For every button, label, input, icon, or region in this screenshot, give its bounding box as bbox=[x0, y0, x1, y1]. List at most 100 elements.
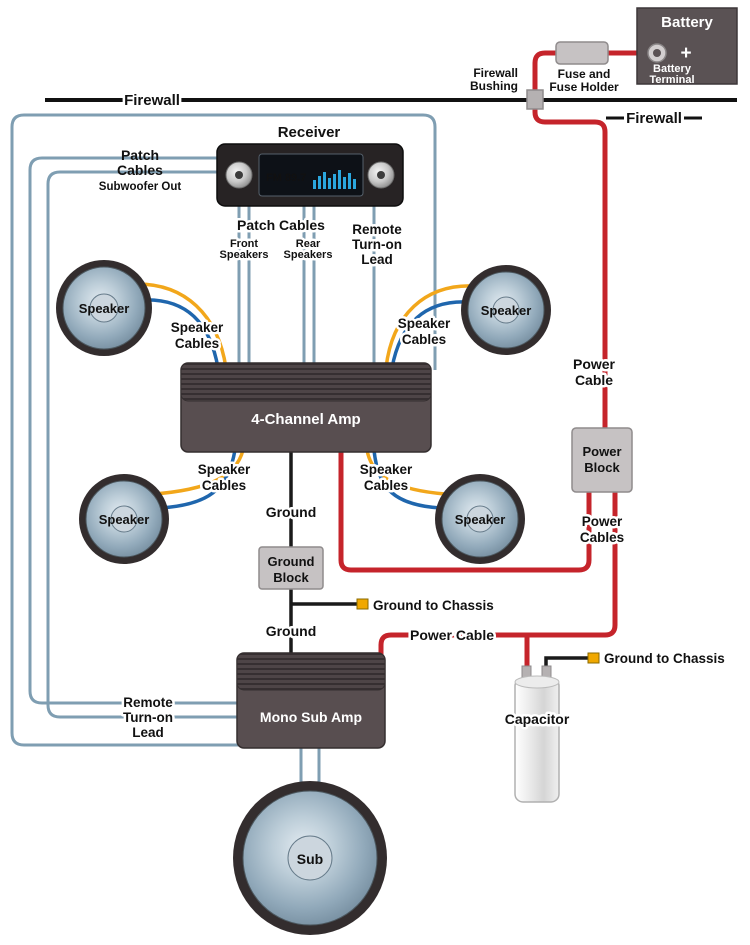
receiver bbox=[216, 143, 404, 207]
power-cable-top-label-2: Cable bbox=[575, 372, 613, 388]
front-speakers-label-2: Speakers bbox=[220, 249, 269, 261]
ground-bottom-label: Ground bbox=[266, 623, 317, 639]
speaker-upper-right-label: Speaker bbox=[481, 303, 532, 318]
speaker-cables-ll-label-2: Cables bbox=[202, 478, 246, 493]
speaker-upper-right bbox=[461, 265, 551, 355]
battery-label: Battery bbox=[661, 14, 713, 31]
power-cable-battery-to-block bbox=[532, 50, 650, 436]
power-block-label-1: Power bbox=[582, 444, 621, 459]
capacitor-top bbox=[514, 675, 560, 689]
power-cables-label-1: Power bbox=[582, 514, 623, 529]
four-channel-amp-fins bbox=[180, 362, 432, 402]
ground-block-box bbox=[258, 546, 324, 590]
speaker-cables-lr-label-1: Speaker bbox=[360, 462, 413, 477]
battery-terminal-label-1: Battery bbox=[653, 63, 692, 75]
speaker-lower-left-label: Speaker bbox=[99, 512, 150, 527]
remote-turn-on-bottom-label-2: Turn-on bbox=[123, 710, 173, 725]
ground-wires bbox=[289, 452, 588, 670]
rear-speakers-label-1: Rear bbox=[296, 238, 321, 250]
sub-cap bbox=[287, 835, 333, 881]
remote-turn-on-top-label-1: Remote bbox=[352, 222, 402, 237]
sub-label: Sub bbox=[297, 851, 323, 867]
speaker-upper-left-label: Speaker bbox=[79, 301, 130, 316]
ground-to-chassis-label-1: Ground to Chassis bbox=[373, 598, 494, 613]
power-cables-label-2: Cables bbox=[580, 530, 624, 545]
speaker-lower-right-label: Speaker bbox=[455, 512, 506, 527]
subwoofer-patch-cable-1 bbox=[28, 156, 250, 705]
patch-cables-sub-label-2: Cables bbox=[117, 162, 163, 178]
remote-turn-on-wire-loop bbox=[10, 113, 437, 747]
chassis-connector-2 bbox=[587, 652, 600, 664]
receiver-spectrum-bars-icon bbox=[313, 170, 356, 189]
mono-sub-amp bbox=[236, 652, 386, 749]
capacitor-label: Capacitor bbox=[505, 711, 570, 727]
mono-sub-amp-label: Mono Sub Amp bbox=[260, 709, 362, 725]
remote-turn-on-bottom-label-1: Remote bbox=[123, 695, 173, 710]
speaker-lower-left bbox=[79, 474, 169, 564]
battery-plus: + bbox=[680, 43, 691, 64]
speaker-cable-ur-blue bbox=[390, 300, 469, 369]
power-wires bbox=[338, 50, 650, 670]
power-cable-top-label-1: Power bbox=[573, 356, 616, 372]
ground-top-label: Ground bbox=[266, 504, 317, 520]
speaker-cable-ul-yellow bbox=[134, 282, 228, 369]
speaker-cables-ul-label-2: Cables bbox=[175, 336, 219, 351]
ground-to-chassis-wire-2 bbox=[544, 656, 588, 670]
speaker-cables bbox=[134, 282, 475, 510]
speaker-cables-ur-label-2: Cables bbox=[402, 332, 446, 347]
power-cable-to-mono-amp bbox=[378, 492, 618, 665]
speaker-cap bbox=[492, 296, 520, 324]
ground-block-label-1: Ground bbox=[268, 554, 315, 569]
speaker-cable-ul-blue bbox=[141, 298, 220, 369]
mono-sub-amp-fins bbox=[236, 652, 386, 691]
chassis-connector-1 bbox=[356, 598, 369, 610]
remote-turn-on-top-label-3: Lead bbox=[361, 252, 393, 267]
power-block-box bbox=[571, 427, 633, 493]
speaker-upper-left bbox=[56, 260, 152, 356]
speaker-cable-ll-yellow bbox=[153, 449, 245, 496]
power-cable-to-4ch-amp bbox=[338, 448, 592, 573]
capacitor bbox=[514, 665, 560, 803]
subwoofer bbox=[233, 781, 387, 935]
remote-turn-on-top-label-2: Turn-on bbox=[352, 237, 402, 252]
front-speakers-label-1: Front bbox=[230, 238, 258, 250]
speaker-cables-ur-label-1: Speaker bbox=[398, 316, 451, 331]
ground-block-label-2: Block bbox=[273, 570, 309, 585]
firewall-bushing-block bbox=[526, 89, 544, 110]
firewall-line bbox=[45, 98, 737, 120]
battery-terminal-hole-icon bbox=[653, 49, 661, 57]
firewall-bushing-label-2: Bushing bbox=[470, 79, 518, 93]
four-channel-amp-label: 4-Channel Amp bbox=[251, 411, 360, 428]
speaker-lower-right bbox=[435, 474, 525, 564]
firewall-bushing-label-1: Firewall bbox=[473, 66, 518, 80]
labels: Firewall Firewall Firewall Bushing Fuse … bbox=[79, 14, 728, 867]
fuse-holder-label-1: Fuse and bbox=[558, 67, 611, 81]
four-channel-amp bbox=[180, 362, 432, 453]
rear-speakers-label-2: Speakers bbox=[284, 249, 333, 261]
power-cable-mid-label: Power Cable bbox=[410, 627, 494, 643]
ground-to-chassis-label-2: Ground to Chassis bbox=[604, 651, 725, 666]
remote-turn-on-bottom-label-3: Lead bbox=[132, 725, 164, 740]
receiver-knob-left-center bbox=[235, 171, 243, 179]
subwoofer-out-label: Subwoofer Out bbox=[99, 181, 182, 193]
power-block-label-2: Block bbox=[584, 460, 620, 475]
speaker-cable-ll-blue bbox=[159, 449, 237, 510]
patch-cables-label: Patch Cables bbox=[237, 217, 325, 233]
firewall-left-label: Firewall bbox=[124, 92, 180, 109]
speaker-cables-ul-label-1: Speaker bbox=[171, 320, 224, 335]
firewall-right-label: Firewall bbox=[626, 110, 682, 127]
speaker-cables-lr-label-2: Cables bbox=[364, 478, 408, 493]
speaker-cap bbox=[89, 293, 119, 323]
receiver-display bbox=[258, 153, 364, 197]
receiver-knob-right-center bbox=[377, 171, 385, 179]
patch-cables-sub-label-1: Patch bbox=[121, 147, 159, 163]
speaker-cap bbox=[466, 505, 494, 533]
fuse-holder-box bbox=[555, 41, 609, 65]
battery-terminal-label-2: Terminal bbox=[649, 74, 694, 86]
receiver-label: Receiver bbox=[278, 124, 341, 141]
speaker-cable-ur-yellow bbox=[384, 284, 475, 369]
capacitor-body bbox=[514, 677, 560, 803]
subwoofer-patch-cable-2 bbox=[46, 170, 250, 719]
speaker-cap bbox=[110, 505, 138, 533]
